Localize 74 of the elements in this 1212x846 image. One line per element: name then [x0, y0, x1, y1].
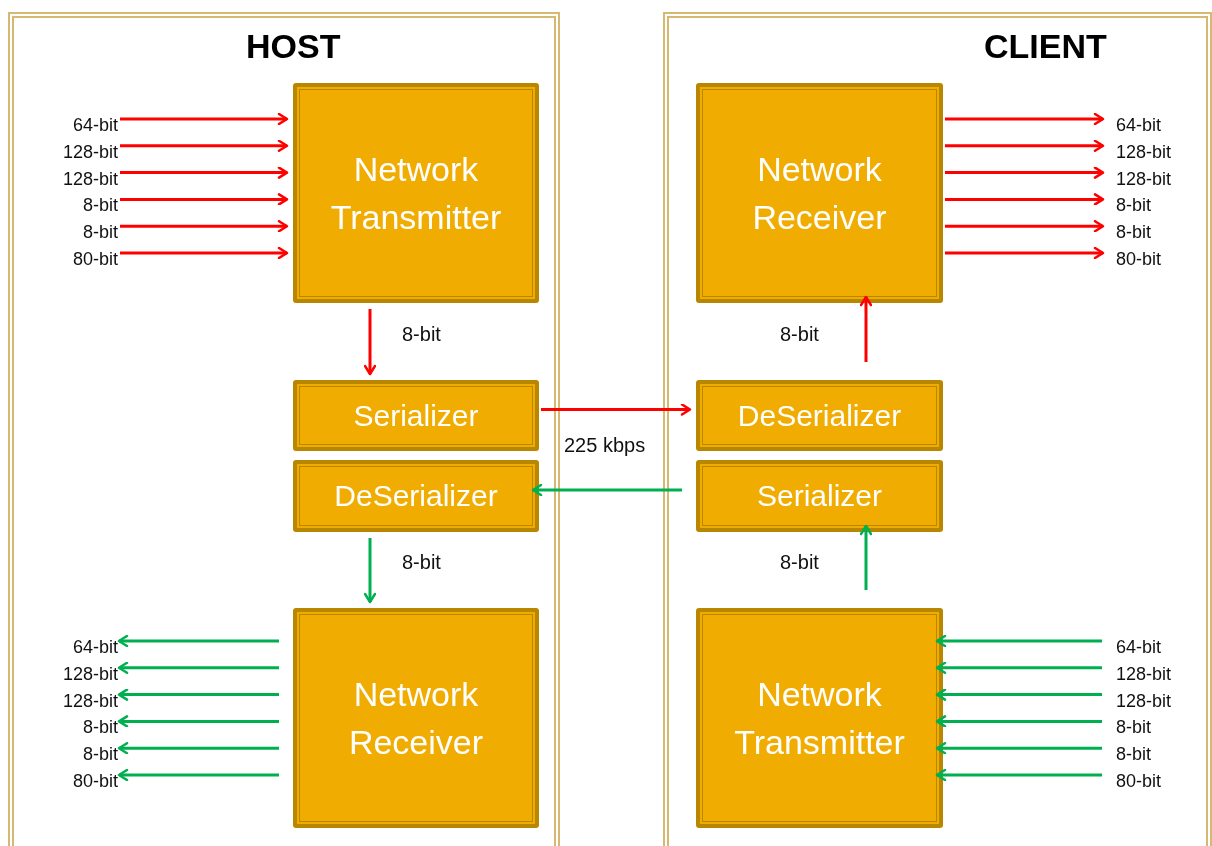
bit-width-label: 128-bit [1116, 140, 1188, 163]
bit-width-label: 8-bit [1116, 221, 1188, 244]
bit-width-label: 128-bit [46, 662, 118, 685]
process-box [293, 608, 539, 828]
bit-width-label: 64-bit [1116, 636, 1188, 658]
arrow [363, 309, 377, 376]
bit-width-label: 80-bit [46, 248, 118, 270]
arrow [859, 295, 873, 362]
process-box [696, 608, 943, 828]
box-label: DeSerializer [334, 478, 498, 514]
arrow [935, 768, 1102, 782]
bit-width-label: 8-bit [46, 194, 118, 217]
arrow [945, 112, 1105, 126]
arrow [120, 193, 289, 206]
bit-width-label: 128-bit [46, 140, 118, 163]
bit-width-label: 64-bit [46, 636, 118, 658]
process-box [696, 460, 943, 532]
bit-width-label: 80-bit [46, 770, 118, 792]
arrow [117, 634, 279, 648]
bit-width-label: 128-bit [1116, 167, 1188, 190]
bit-width-label: 128-bit [1116, 662, 1188, 685]
arrow [117, 741, 279, 755]
bit-width-label: 128-bit [46, 167, 118, 190]
arrow [120, 139, 289, 153]
bit-width-label: 128-bit [1116, 689, 1188, 712]
arrow [117, 715, 279, 728]
box-label: Serializer [756, 478, 882, 514]
bit-width-label: 8-bit [1116, 194, 1188, 217]
box-label: Network Transmitter [329, 149, 503, 238]
panel-heading: CLIENT [984, 26, 1107, 66]
arrow [120, 112, 289, 126]
arrow [945, 139, 1105, 153]
arrow [935, 688, 1102, 701]
box-label: Serializer [353, 397, 479, 434]
bit-width-label: 8-bit [46, 716, 118, 739]
arrow [945, 246, 1105, 260]
arrow [945, 166, 1105, 179]
group-panel [8, 12, 560, 846]
bit-width-label: 64-bit [1116, 114, 1188, 136]
arrow [117, 688, 279, 701]
process-box [696, 380, 943, 451]
arrow [117, 661, 279, 675]
group-panel [663, 12, 1212, 846]
bit-width-label: 80-bit [1116, 248, 1188, 270]
process-box [293, 380, 539, 451]
arrow [859, 524, 873, 590]
box-label: DeSerializer [737, 397, 902, 434]
bit-width-label: 64-bit [46, 114, 118, 136]
box-label: Network Transmitter [733, 674, 906, 763]
bit-width-label: 80-bit [1116, 770, 1188, 792]
box-label: Network Receiver [347, 674, 485, 763]
arrow [120, 219, 289, 233]
panel-heading: HOST [246, 26, 341, 66]
bit-width-label: 8-bit [46, 221, 118, 244]
arrow [935, 634, 1102, 648]
arrow [935, 741, 1102, 755]
bit-width-label: 128-bit [46, 689, 118, 712]
arrow [531, 483, 682, 497]
process-box [293, 83, 539, 303]
arrow [120, 166, 289, 179]
bit-width-label: 8-bit [1116, 743, 1188, 766]
bit-width-label: 8-bit [1116, 716, 1188, 739]
arrow [935, 715, 1102, 728]
arrow [935, 661, 1102, 675]
process-box [293, 460, 539, 532]
arrow [363, 538, 377, 604]
bit-width-label: 8-bit [46, 743, 118, 766]
arrow [117, 768, 279, 782]
arrow [120, 246, 289, 260]
arrow [541, 403, 692, 416]
process-box [696, 83, 943, 303]
arrow [945, 219, 1105, 233]
box-label: Network Receiver [751, 149, 888, 238]
arrow [945, 193, 1105, 206]
